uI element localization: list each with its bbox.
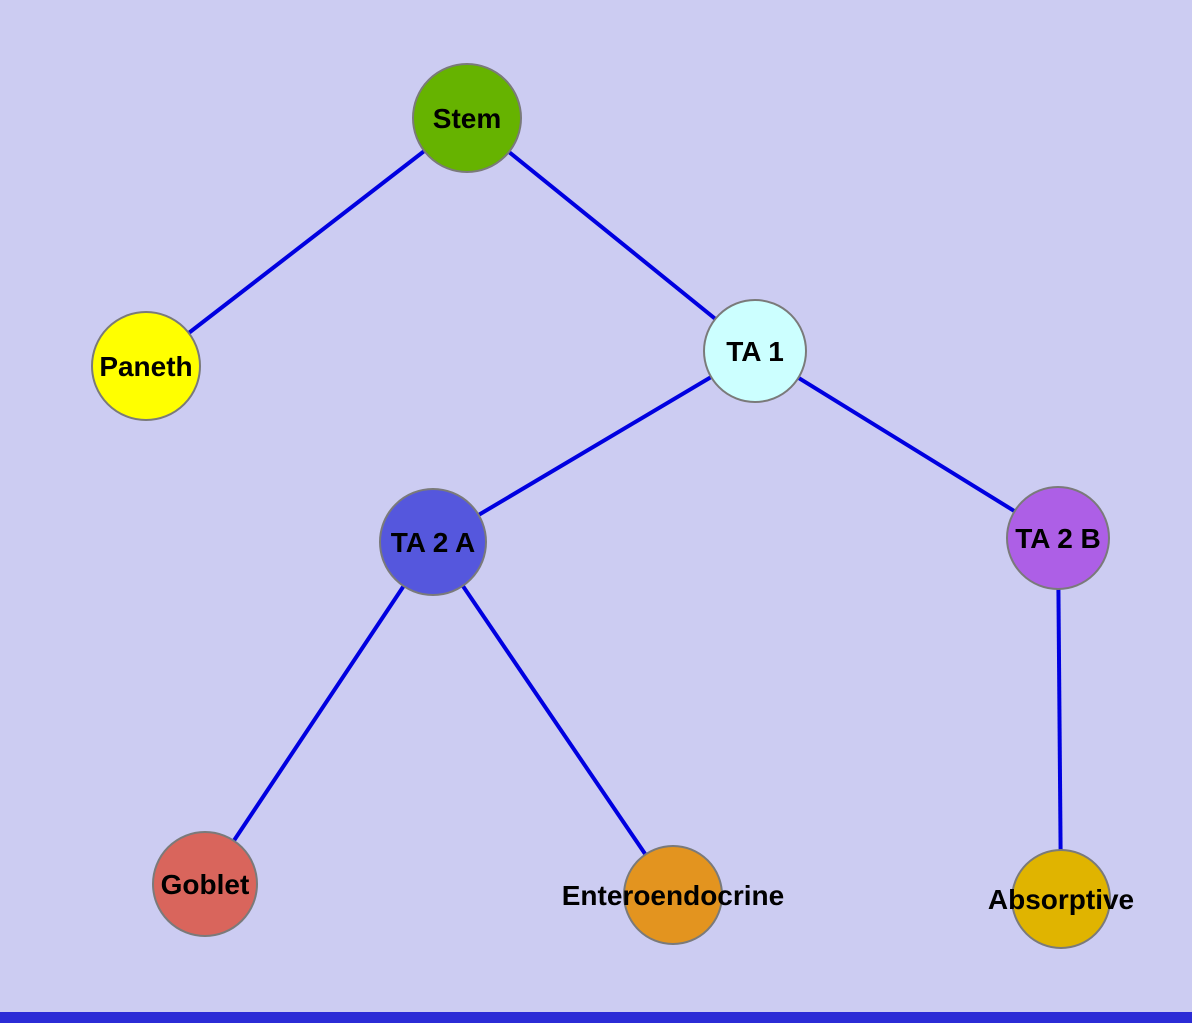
node-paneth[interactable]: Paneth: [91, 311, 201, 421]
edge-ta2a-enteroendocrine: [431, 540, 675, 897]
bottom-bar: [0, 1012, 1192, 1023]
node-circle-ta2b[interactable]: [1006, 486, 1110, 590]
edge-stem-ta1: [465, 116, 757, 353]
edge-stem-paneth: [144, 116, 469, 368]
node-circle-goblet[interactable]: [152, 831, 258, 937]
node-circle-enteroendocrine[interactable]: [623, 845, 723, 945]
node-circle-absorptive[interactable]: [1011, 849, 1111, 949]
node-ta2a[interactable]: TA 2 A: [379, 488, 487, 596]
node-circle-ta2a[interactable]: [379, 488, 487, 596]
node-circle-stem[interactable]: [412, 63, 522, 173]
node-circle-ta1[interactable]: [703, 299, 807, 403]
edge-ta1-ta2a: [431, 349, 757, 544]
edge-ta1-ta2b: [753, 349, 1060, 540]
node-stem[interactable]: Stem: [412, 63, 522, 173]
edge-ta2a-goblet: [203, 540, 435, 886]
edge-ta2b-absorptive: [1056, 537, 1063, 900]
node-circle-paneth[interactable]: [91, 311, 201, 421]
node-goblet[interactable]: Goblet: [152, 831, 258, 937]
edge-layer: [144, 116, 1063, 900]
node-ta1[interactable]: TA 1: [703, 299, 807, 403]
node-ta2b[interactable]: TA 2 B: [1006, 486, 1110, 590]
